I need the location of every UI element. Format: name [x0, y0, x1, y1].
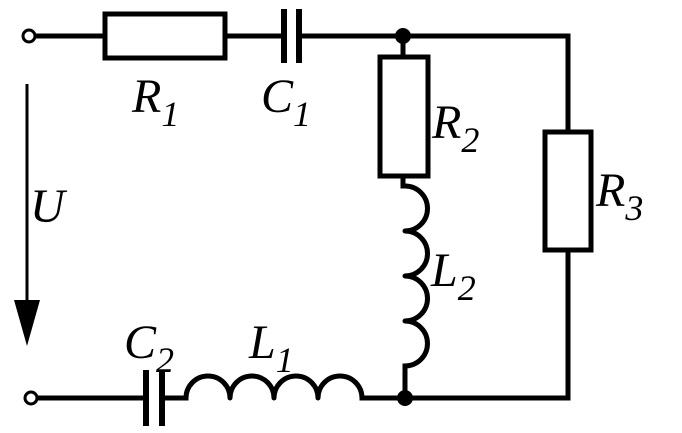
label-r2-letter: R [431, 96, 461, 149]
input-terminal-top [21, 28, 37, 44]
resistor-r3 [542, 129, 594, 253]
label-r3-letter: R [595, 164, 625, 217]
label-r3-index: 3 [624, 188, 643, 228]
label-u: U [30, 180, 68, 233]
junction-node-top [395, 28, 411, 44]
label-r2-index: 2 [461, 120, 479, 160]
label-c2-letter: C [124, 316, 157, 369]
junction-node-bottom [397, 390, 413, 406]
label-r3: R3 [595, 164, 643, 228]
label-c2-index: 2 [156, 340, 174, 380]
label-u-text: U [30, 180, 68, 233]
label-l2: L2 [430, 244, 476, 308]
label-r1: R1 [131, 70, 179, 134]
label-r1-letter: R [131, 70, 161, 123]
label-c1-letter: C [261, 70, 294, 123]
label-c2: C2 [124, 316, 174, 380]
voltage-arrow [14, 84, 40, 346]
label-l1-letter: L [248, 316, 276, 369]
inductor-l1 [183, 373, 365, 401]
label-c1-index: 1 [293, 94, 311, 134]
label-l2-letter: L [430, 244, 458, 297]
label-c1: C1 [261, 70, 311, 134]
label-l1: L1 [248, 316, 294, 380]
label-r2: R2 [431, 96, 479, 160]
label-l2-index: 2 [458, 268, 476, 308]
voltage-arrow-head [14, 300, 40, 346]
inductor-l2 [402, 183, 430, 369]
label-r1-index: 1 [161, 94, 179, 134]
input-terminal-bottom [23, 390, 39, 406]
wires [33, 33, 571, 401]
resistor-r2 [377, 54, 431, 179]
resistor-r1 [102, 11, 228, 61]
label-l1-index: 1 [276, 340, 294, 380]
